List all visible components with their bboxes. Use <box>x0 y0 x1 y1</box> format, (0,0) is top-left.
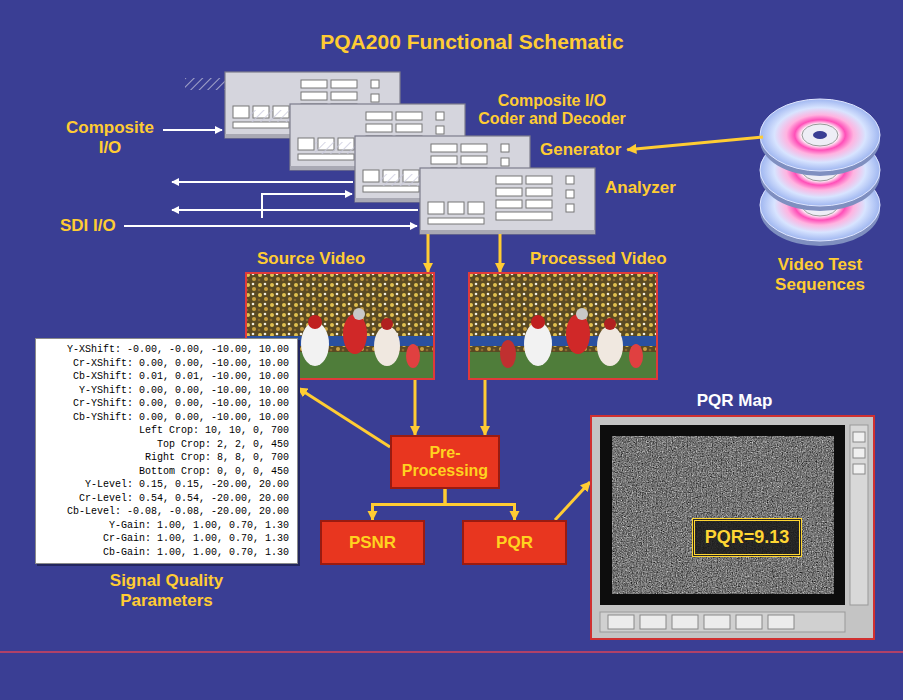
card-label: Analyzer <box>605 178 676 198</box>
toolbar-button <box>768 615 794 629</box>
io-wire <box>172 181 353 183</box>
card-label: Generator <box>540 140 621 160</box>
parameter-table: Y-XShift: -0.00, -0.00, -10.00, 10.00Cr-… <box>35 338 298 564</box>
parameter-row: Y-YShift: 0.00, 0.00, -10.00, 10.00 <box>44 384 289 398</box>
io-label: Composite I/O <box>60 118 160 157</box>
io-wire <box>124 225 417 227</box>
disc-hole <box>813 131 827 139</box>
toolbar <box>600 612 845 632</box>
io-wire <box>163 129 222 131</box>
parameter-row: Cb-YShift: 0.00, 0.00, -10.00, 10.00 <box>44 411 289 425</box>
process-label: PQR <box>496 533 533 553</box>
parameter-row: Y-Level: 0.15, 0.15, -20.00, 20.00 <box>44 478 289 492</box>
parameter-row: Cb-Gain: 1.00, 1.00, 0.70, 1.30 <box>44 546 289 560</box>
video-label: Source Video <box>257 249 365 269</box>
analyzer-card-art <box>420 168 595 234</box>
process-box: Pre-Processing <box>390 435 500 489</box>
io-wires <box>124 130 418 226</box>
flow-arrow <box>555 482 590 520</box>
map-window: PQR=9.13PQR Map <box>590 415 875 640</box>
parameter-row: Cb-XShift: 0.01, 0.01, -10.00, 10.00 <box>44 370 289 384</box>
parameter-row: Cr-Gain: 1.00, 1.00, 0.70, 1.30 <box>44 532 289 546</box>
analyzer-card: Analyzer <box>420 168 595 234</box>
parameter-row: Cr-YShift: 0.00, 0.00, -10.00, 10.00 <box>44 397 289 411</box>
toolbar-button <box>736 615 762 629</box>
flow-arrow <box>298 388 390 447</box>
flow-arrow <box>445 489 515 520</box>
toolbar-button <box>672 615 698 629</box>
video-frame: Processed Video <box>468 272 658 380</box>
slide-title: PQA200 Functional Schematic <box>320 30 623 54</box>
processed-video-picture <box>468 272 658 380</box>
score-box: PQR=9.13 <box>692 518 802 557</box>
parameter-row: Y-XShift: -0.00, -0.00, -10.00, 10.00 <box>44 343 289 357</box>
parameter-row: Y-Gain: 1.00, 1.00, 0.70, 1.30 <box>44 519 289 533</box>
cable-hatch <box>185 78 225 90</box>
toolbar-button <box>640 615 666 629</box>
disc-hub <box>802 124 838 146</box>
parameter-row: Cr-XShift: 0.00, 0.00, -10.00, 10.00 <box>44 357 289 371</box>
panel-button <box>853 432 865 442</box>
panel-button <box>853 464 865 474</box>
parameter-row: Cr-Level: 0.54, 0.54, -20.00, 20.00 <box>44 492 289 506</box>
process-label: PSNR <box>349 533 396 553</box>
parameter-row: Cb-Level: -0.08, -0.08, -20.00, 20.00 <box>44 505 289 519</box>
parameter-row: Right Crop: 8, 8, 0, 700 <box>44 451 289 465</box>
process-box: PQR <box>462 520 567 565</box>
parameter-row: Bottom Crop: 0, 0, 0, 450 <box>44 465 289 479</box>
footer-rule <box>0 651 903 653</box>
flow-arrow <box>373 489 446 520</box>
quality-map <box>612 436 834 594</box>
pqr-map-window <box>590 415 875 640</box>
disc-stack: Video Test Sequences <box>755 95 885 250</box>
generator-card: Generator <box>355 136 530 202</box>
card-label: Composite I/O Coder and Decoder <box>476 92 628 129</box>
side-panel <box>850 425 868 605</box>
disc-caption: Video Test Sequences <box>765 255 875 294</box>
window-frame <box>590 415 875 640</box>
score-value: PQR=9.13 <box>705 527 790 548</box>
flow-arrow <box>427 234 430 272</box>
io-label: SDI I/O <box>60 216 116 236</box>
disc <box>760 99 880 171</box>
flow-arrow <box>484 380 487 435</box>
flow-arrow <box>499 234 502 272</box>
panel-button <box>853 448 865 458</box>
process-box: PSNR <box>320 520 425 565</box>
process-label: Pre-Processing <box>400 444 490 481</box>
coder-card: Composite I/O Coder and Decoder <box>290 104 465 170</box>
io-wire <box>172 209 418 211</box>
cable-hatch <box>250 110 290 122</box>
map-ground <box>600 425 845 605</box>
cable-hatch <box>315 142 355 154</box>
table-caption: Signal Quality Parameters <box>77 571 257 610</box>
map-label: PQR Map <box>592 391 877 411</box>
toolbar-button <box>608 615 634 629</box>
io-wire <box>262 194 352 218</box>
parameter-row: Top Crop: 2, 2, 0, 450 <box>44 438 289 452</box>
toolbar-button <box>704 615 730 629</box>
flow-arrow <box>414 380 417 435</box>
flow-arrow <box>627 137 763 150</box>
parameter-row: Left Crop: 10, 10, 0, 700 <box>44 424 289 438</box>
cable-hatch <box>380 174 420 186</box>
video-label: Processed Video <box>530 249 667 269</box>
disc-stack-art <box>760 99 880 246</box>
